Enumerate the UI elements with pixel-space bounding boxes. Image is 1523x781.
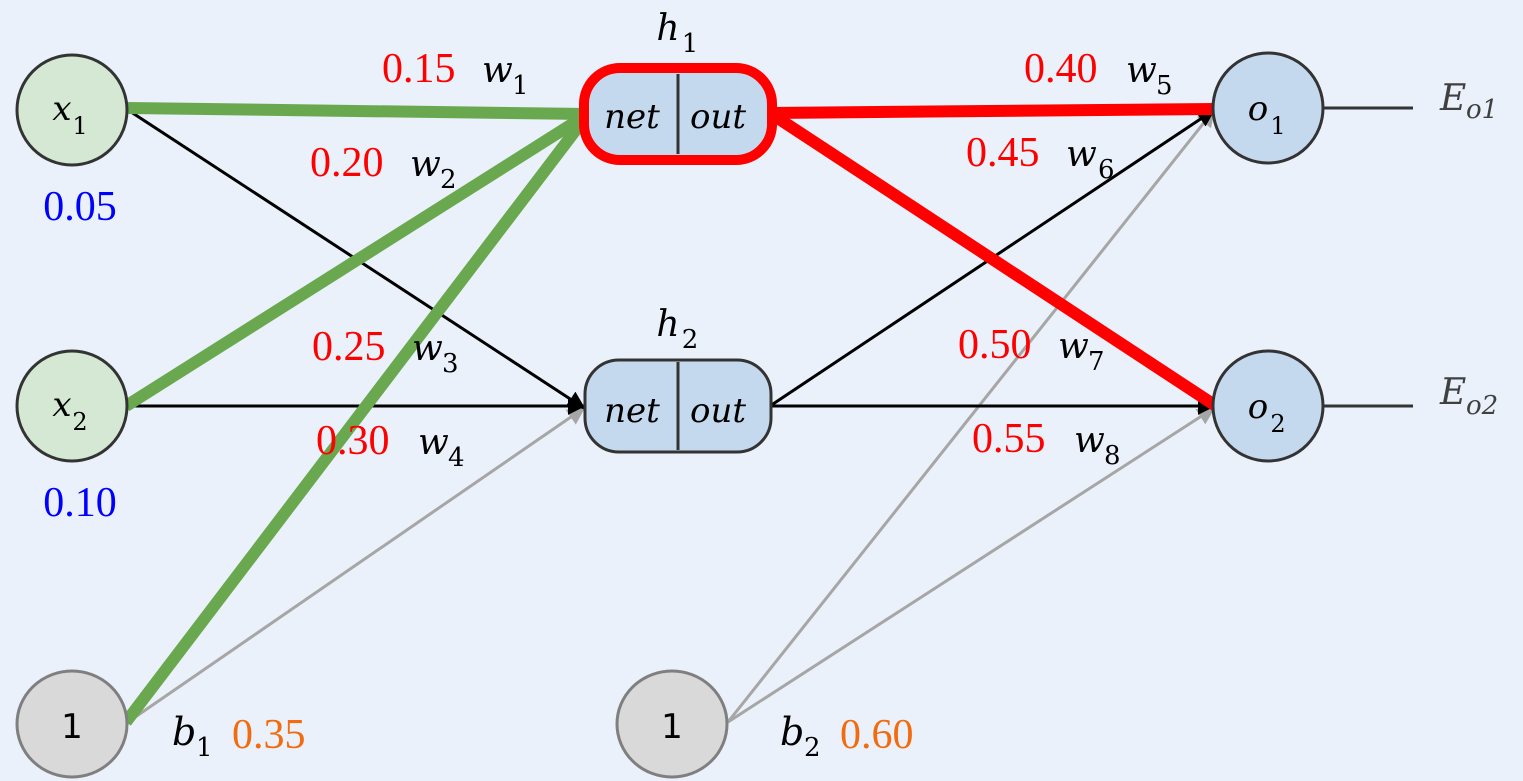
w6-subscript: 6 [1098,155,1115,185]
edge-b2-o1 [726,108,1216,723]
weight-label-w3: 0.25 w 3 [312,324,459,379]
b1-subscript: 1 [196,733,213,763]
w4-value: 0.30 [316,418,390,464]
input-node-x1: x 1 [15,53,129,167]
b2-symbol: b [780,710,804,754]
w4-subscript: 4 [448,443,465,473]
h1-out-label: out [690,97,746,137]
bias-node-b1: 1 [15,669,129,779]
weight-label-w1: 0.15 w 1 [382,46,529,101]
w8-subscript: 8 [1104,441,1121,471]
w7-subscript: 7 [1088,347,1105,377]
weight-label-w6: 0.45 w 6 [966,130,1115,185]
edge-b2-o2 [727,406,1216,724]
error-o2-symbol: E [1439,372,1466,413]
bias-node-b2: 1 [615,669,729,779]
edge-b1-h1 [121,110,593,726]
w6-symbol: w [1066,134,1097,175]
hidden-node-h1: net out [579,63,777,165]
x1-symbol: x [52,89,71,129]
weight-label-w4: 0.30 w 4 [316,418,465,473]
edge-h1-o1 [769,103,1217,119]
w1-subscript: 1 [512,71,529,101]
b1-value: 0.35 [232,712,306,758]
hidden-node-h2: net out [583,358,773,454]
w2-subscript: 2 [440,165,457,195]
edge-h1-o2 [766,107,1220,412]
error-o1-subscript: o1 [1466,95,1498,125]
b2-subscript: 2 [804,733,821,763]
w8-symbol: w [1074,420,1105,461]
output-node-o2: o 2 [1211,349,1325,463]
error-o1-symbol: E [1439,78,1466,119]
w7-value: 0.50 [958,322,1032,368]
w7-symbol: w [1058,326,1089,367]
w5-symbol: w [1126,50,1157,91]
o2-symbol: o [1248,387,1268,427]
edge-x2-h1 [122,108,592,412]
b2-value: 0.60 [840,712,914,758]
output-node-o1: o 1 [1211,51,1325,165]
w6-value: 0.45 [966,130,1040,176]
o2-subscript: 2 [1270,410,1285,438]
error-o2-subscript: o2 [1466,391,1498,421]
x2-value: 0.10 [43,480,117,526]
weight-label-w2: 0.20 w 2 [310,140,457,195]
h2-subscript: 2 [682,325,699,355]
w3-value: 0.25 [312,324,386,370]
weight-label-w8: 0.55 w 8 [972,416,1121,471]
w4-symbol: w [418,422,449,463]
o1-subscript: 1 [1270,112,1285,140]
w2-symbol: w [410,144,441,185]
edge-x1-h1 [127,102,589,120]
w3-subscript: 3 [442,349,459,379]
b1-node-label: 1 [61,707,83,747]
b1-symbol: b [172,710,196,754]
x2-subscript: 2 [72,408,87,436]
weight-label-w7: 0.50 w 7 [958,322,1105,377]
x2-symbol: x [52,385,71,425]
w3-symbol: w [412,328,443,369]
b2-node-label: 1 [661,707,683,747]
w1-symbol: w [482,50,513,91]
x1-value: 0.05 [43,184,117,230]
w2-value: 0.20 [310,140,384,186]
weight-label-w5: 0.40 w 5 [1024,46,1173,101]
w1-value: 0.15 [382,46,456,92]
w5-subscript: 5 [1156,71,1173,101]
o1-symbol: o [1248,89,1268,129]
h1-symbol: h [656,8,679,49]
x1-subscript: 1 [72,112,87,140]
edge-b1-h2 [127,406,586,724]
w8-value: 0.55 [972,416,1046,462]
h2-symbol: h [656,304,679,345]
w5-value: 0.40 [1024,46,1098,92]
h2-net-label: net [604,391,660,431]
h2-out-label: out [690,391,746,431]
h1-net-label: net [604,97,660,137]
h1-subscript: 1 [682,29,699,59]
input-node-x2: x 2 [15,349,129,463]
